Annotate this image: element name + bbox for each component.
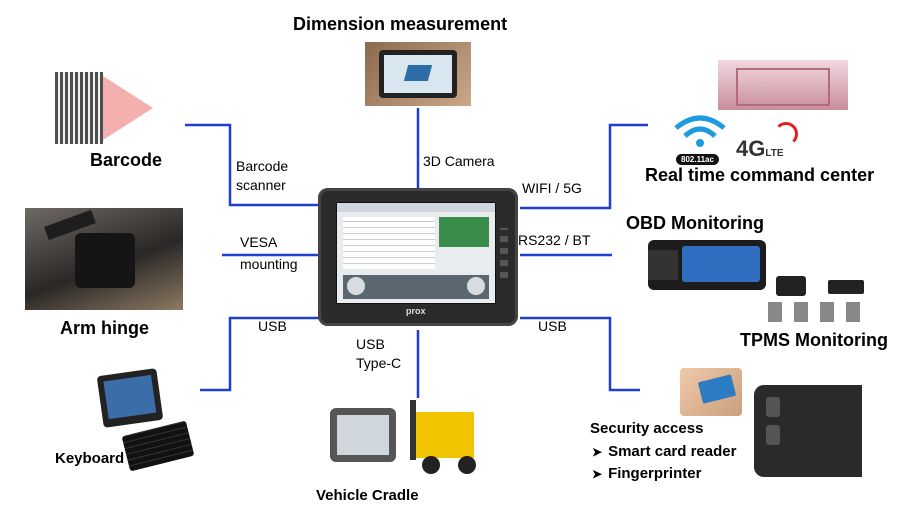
lte-signal-icon <box>774 122 798 146</box>
label-barcode-scanner-line2: scanner <box>236 177 286 193</box>
smart-card-image <box>680 368 742 416</box>
label-usb-left: USB <box>258 318 287 334</box>
label-wifi-5g: WIFI / 5G <box>522 180 582 196</box>
title-real-time-command-center: Real time command center <box>645 165 875 185</box>
label-usb-type-c-line1: USB <box>356 336 385 352</box>
title-obd-monitoring: OBD Monitoring <box>626 213 764 233</box>
wifi-icon <box>672 112 728 152</box>
lte-icon: 4GLTE <box>736 122 798 162</box>
lte-sub-label: LTE <box>765 148 784 159</box>
title-security-access: Security access <box>590 420 704 437</box>
line-usb-right <box>520 316 640 392</box>
title-barcode: Barcode <box>90 150 163 170</box>
tablet-screen <box>336 202 496 304</box>
obd-device-image <box>648 240 766 290</box>
security-item-smart-card-reader: Smart card reader <box>592 443 736 460</box>
title-tpms-monitoring: TPMS Monitoring <box>740 330 888 350</box>
tpms-sensors-image <box>768 272 878 328</box>
title-vehicle-cradle: Vehicle Cradle <box>316 487 419 504</box>
tablet-side-buttons <box>500 228 508 278</box>
label-usb-right: USB <box>538 318 567 334</box>
label-vesa-line2: mounting <box>240 256 298 272</box>
label-vesa-line1: VESA <box>240 234 278 250</box>
line-barcode <box>185 123 320 207</box>
rugged-tablet: prox <box>318 188 518 326</box>
line-usb-left <box>200 316 320 392</box>
line-wifi <box>520 123 648 210</box>
command-center-image <box>718 60 848 110</box>
title-dimension-measurement: Dimension measurement <box>293 14 508 34</box>
wifi-standard-badge: 802.11ac <box>676 154 719 165</box>
label-usb-type-c-line2: Type-C <box>356 355 402 371</box>
dimension-measurement-image <box>365 42 471 106</box>
security-item-fingerprinter: Fingerprinter <box>592 465 701 482</box>
label-barcode-scanner-line1: Barcode <box>236 158 289 174</box>
label-3d-camera: 3D Camera <box>423 153 495 169</box>
vehicle-cradle-image <box>326 400 496 486</box>
barcode-image <box>55 72 155 144</box>
title-arm-hinge: Arm hinge <box>60 318 150 338</box>
arm-hinge-image <box>25 208 183 310</box>
tablet-side-fingerprint-image <box>754 385 862 477</box>
title-keyboard: Keyboard <box>55 450 125 467</box>
label-rs232-bt: RS232 / BT <box>518 232 591 248</box>
tablet-brand: prox <box>406 306 426 316</box>
lte-4g-label: 4G <box>736 136 766 161</box>
